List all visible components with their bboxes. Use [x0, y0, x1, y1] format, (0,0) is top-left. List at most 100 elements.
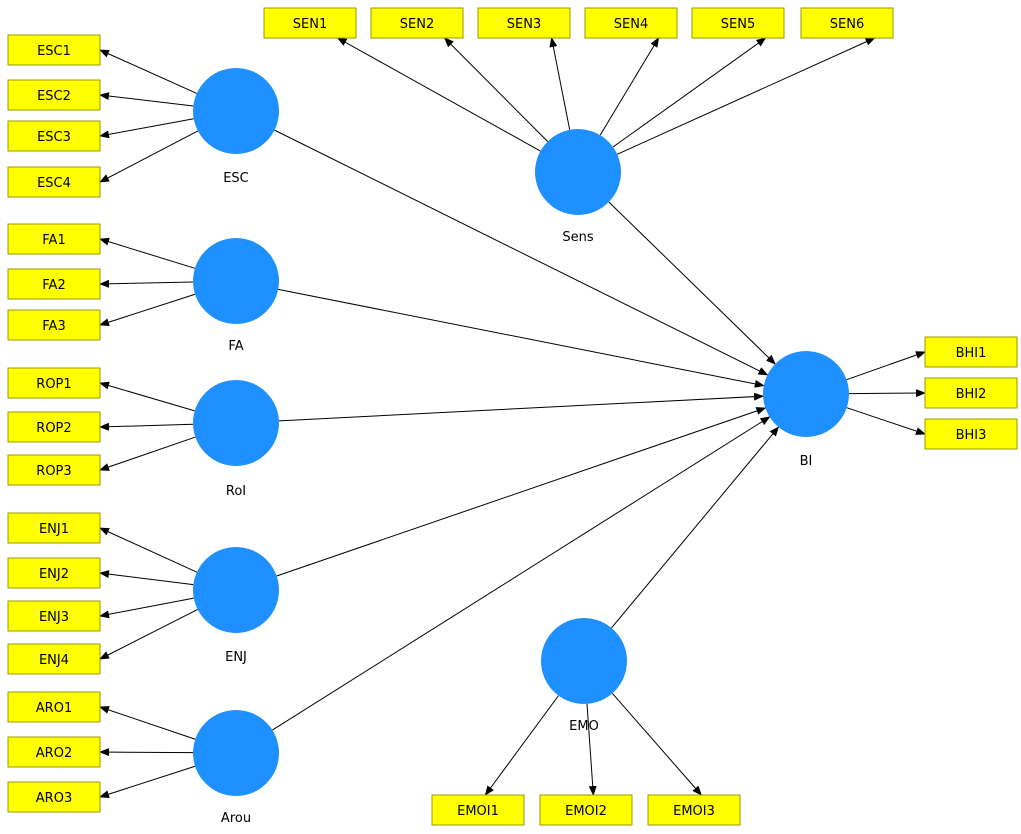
indicator-rop3: ROP3 — [7, 454, 101, 486]
indicator-label-bhi3: BHI3 — [956, 428, 987, 443]
latent-node-roi — [193, 380, 279, 466]
loading-arrow-bhi3 — [846, 407, 926, 435]
path-arrow-enj-to-bi — [276, 407, 767, 577]
indicator-box-sen2 — [370, 7, 464, 39]
loading-arrow-sen3 — [549, 37, 571, 130]
indicator-label-rop2: ROP2 — [36, 421, 71, 436]
indicator-enj4: ENJ4 — [7, 643, 101, 675]
indicator-sen1: SEN1 — [263, 7, 357, 39]
indicator-label-sen4: SEN4 — [614, 17, 648, 32]
indicator-enj2: ENJ2 — [7, 557, 101, 589]
indicator-label-aro3: ARO3 — [36, 791, 72, 806]
loading-arrow-bhi2 — [848, 389, 926, 398]
indicator-sen4: SEN4 — [584, 7, 678, 39]
indicator-box-rop2 — [7, 411, 101, 443]
indicator-enj3: ENJ3 — [7, 600, 101, 632]
indicator-box-sen1 — [263, 7, 357, 39]
indicator-box-sen5 — [691, 7, 785, 39]
indicator-box-esc3 — [7, 120, 101, 152]
indicator-enj1: ENJ1 — [7, 512, 101, 544]
indicator-box-enj3 — [7, 600, 101, 632]
indicator-box-emoi2 — [539, 794, 633, 826]
indicator-sen2: SEN2 — [370, 7, 464, 39]
latent-label-enj: ENJ — [225, 650, 247, 665]
loading-arrow-rop3 — [99, 436, 196, 471]
indicator-label-emoi3: EMOI3 — [673, 804, 715, 819]
latent-node-fa — [193, 238, 279, 324]
path-arrow-emo-to-bi — [611, 426, 780, 629]
indicator-box-emoi3 — [647, 794, 741, 826]
indicator-box-enj1 — [7, 512, 101, 544]
indicator-esc2: ESC2 — [7, 79, 101, 111]
indicator-box-fa3 — [7, 309, 101, 341]
indicator-bhi3: BHI3 — [924, 418, 1018, 450]
indicator-aro2: ARO2 — [7, 736, 101, 768]
loading-arrow-rop2 — [99, 422, 194, 431]
indicator-sen5: SEN5 — [691, 7, 785, 39]
indicator-box-enj4 — [7, 643, 101, 675]
latent-node-esc — [193, 68, 279, 154]
loading-arrow-sen2 — [443, 37, 549, 142]
indicator-label-bhi2: BHI2 — [956, 387, 987, 402]
indicator-esc3: ESC3 — [7, 120, 101, 152]
indicator-label-esc2: ESC2 — [37, 89, 71, 104]
latent-node-sens — [535, 129, 621, 215]
indicator-rop1: ROP1 — [7, 367, 101, 399]
loading-arrow-aro1 — [99, 706, 196, 740]
indicator-box-sen3 — [477, 7, 571, 39]
indicator-label-esc4: ESC4 — [37, 176, 71, 191]
loading-arrow-esc3 — [99, 118, 194, 139]
indicator-aro3: ARO3 — [7, 781, 101, 813]
indicator-label-aro2: ARO2 — [36, 746, 72, 761]
loading-arrow-sen4 — [599, 37, 660, 136]
indicator-box-esc1 — [7, 34, 101, 66]
loading-arrow-emoi3 — [611, 693, 703, 796]
indicator-label-sen2: SEN2 — [400, 17, 434, 32]
latent-node-emo — [541, 618, 627, 704]
indicator-box-aro2 — [7, 736, 101, 768]
loading-arrow-enj1 — [99, 527, 198, 573]
indicator-esc4: ESC4 — [7, 166, 101, 198]
indicator-label-enj1: ENJ1 — [39, 522, 69, 537]
indicator-box-esc2 — [7, 79, 101, 111]
latent-label-emo: EMO — [569, 719, 599, 734]
indicator-emoi1: EMOI1 — [431, 794, 525, 826]
indicator-box-esc4 — [7, 166, 101, 198]
indicator-box-fa2 — [7, 268, 101, 300]
indicator-label-rop3: ROP3 — [36, 464, 71, 479]
indicator-emoi3: EMOI3 — [647, 794, 741, 826]
loading-arrow-emoi2 — [586, 703, 597, 796]
loading-arrow-sen5 — [612, 37, 767, 148]
indicator-sen3: SEN3 — [477, 7, 571, 39]
indicator-esc1: ESC1 — [7, 34, 101, 66]
loading-arrow-fa3 — [99, 293, 196, 327]
indicator-label-sen1: SEN1 — [293, 17, 327, 32]
indicator-label-esc3: ESC3 — [37, 130, 71, 145]
loading-arrow-fa2 — [99, 279, 194, 288]
indicator-box-bhi3 — [924, 418, 1018, 450]
indicator-label-enj3: ENJ3 — [39, 610, 69, 625]
latent-label-fa: FA — [228, 339, 243, 354]
loading-arrow-rop1 — [99, 381, 195, 412]
indicator-fa1: FA1 — [7, 223, 101, 255]
indicator-label-emoi1: EMOI1 — [457, 804, 499, 819]
indicator-label-enj4: ENJ4 — [39, 653, 69, 668]
indicator-label-fa2: FA2 — [42, 278, 65, 293]
indicator-aro1: ARO1 — [7, 691, 101, 723]
latent-node-enj — [193, 547, 279, 633]
loading-arrow-enj2 — [99, 570, 194, 586]
latent-label-esc: ESC — [223, 171, 249, 186]
loading-arrow-sen6 — [616, 37, 876, 155]
indicator-label-esc1: ESC1 — [37, 44, 71, 59]
indicator-box-aro1 — [7, 691, 101, 723]
indicator-box-fa1 — [7, 223, 101, 255]
loading-arrow-esc4 — [99, 130, 199, 183]
indicator-label-sen3: SEN3 — [507, 17, 541, 32]
path-arrow-esc-to-bi — [274, 129, 769, 376]
path-arrow-roi-to-bi — [278, 392, 765, 422]
indicator-label-sen5: SEN5 — [721, 17, 755, 32]
indicator-box-sen6 — [800, 7, 894, 39]
indicator-label-fa1: FA1 — [42, 233, 65, 248]
loading-arrow-fa1 — [99, 237, 196, 269]
